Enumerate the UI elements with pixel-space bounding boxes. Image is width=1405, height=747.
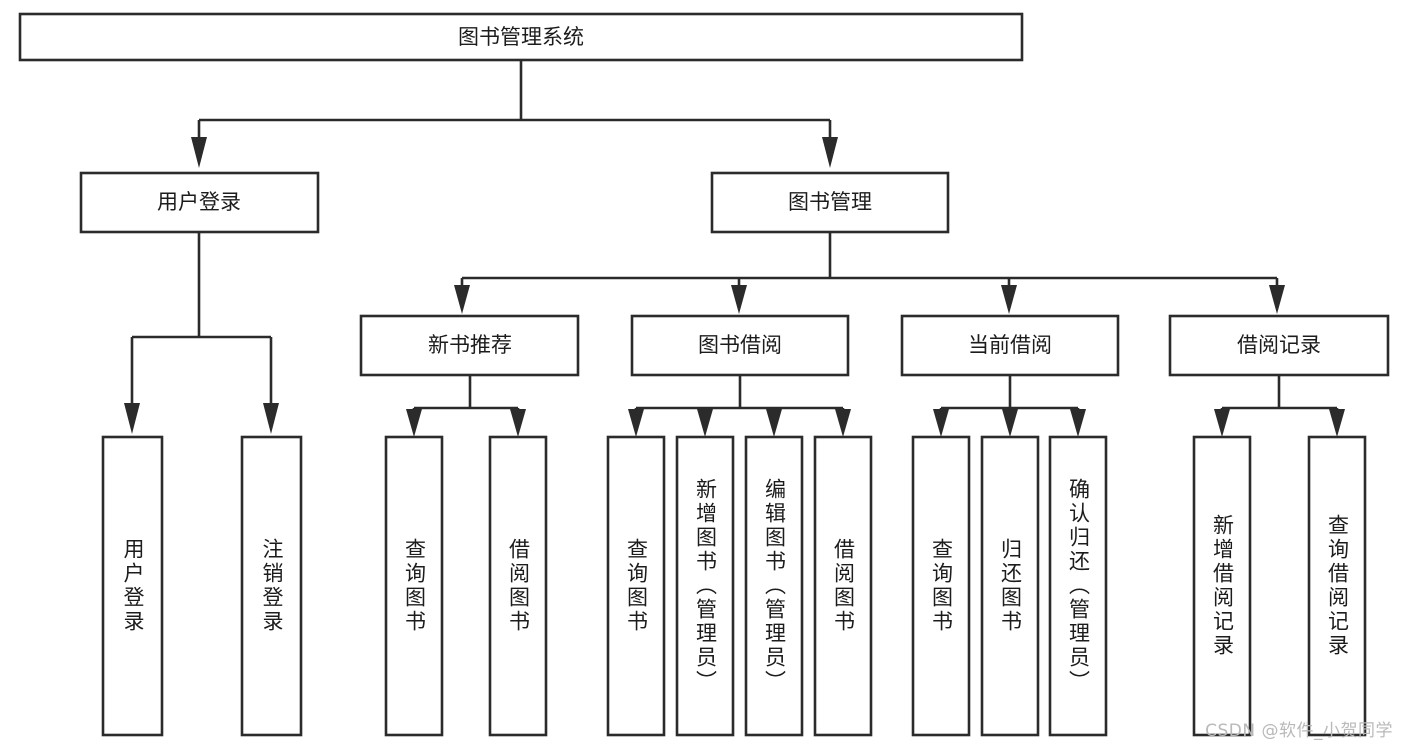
- node-leaf-query-book-1-box[interactable]: [384, 435, 444, 737]
- arrow-leaf-add-book: [697, 409, 713, 437]
- arrow-to-user-login: [191, 137, 207, 168]
- node-leaf-query-record-box[interactable]: [1307, 435, 1367, 737]
- node-book-borrow-label: 图书借阅: [698, 333, 782, 357]
- node-leaf-edit-book-box[interactable]: [744, 435, 804, 737]
- node-leaf-logout-box[interactable]: [240, 435, 303, 737]
- arrow-leaf-borrow-book-1: [510, 409, 526, 437]
- arrow-leaf-return-book: [1002, 409, 1018, 437]
- node-book-manage-label: 图书管理: [788, 190, 872, 214]
- node-borrow-record-box[interactable]: [1168, 314, 1390, 377]
- node-root-label: 图书管理系统: [458, 25, 584, 49]
- node-leaf-borrow-book-2-box[interactable]: [813, 435, 873, 737]
- node-leaf-query-book-3-box[interactable]: [911, 435, 971, 737]
- arrow-leaf-user-login: [124, 403, 140, 434]
- arrow-current-borrow: [1001, 285, 1017, 314]
- node-leaf-add-book-box[interactable]: [675, 435, 735, 737]
- arrow-borrow-record: [1269, 285, 1285, 314]
- node-leaf-confirm-return-box[interactable]: [1048, 435, 1108, 737]
- node-current-borrow-box[interactable]: [900, 314, 1120, 377]
- arrow-leaf-logout: [263, 403, 279, 434]
- arrow-leaf-query-record: [1329, 409, 1345, 437]
- node-leaf-add-record-box[interactable]: [1192, 435, 1252, 737]
- node-leaf-return-book-box[interactable]: [980, 435, 1040, 737]
- arrow-leaf-query-book-1: [406, 409, 422, 437]
- node-leaf-user-login-box[interactable]: [101, 435, 164, 737]
- arrow-to-book-manage: [822, 137, 838, 168]
- arrow-book-borrow: [731, 285, 747, 314]
- arrow-leaf-borrow-book-2: [835, 409, 851, 437]
- node-leaf-query-book-2-box[interactable]: [606, 435, 666, 737]
- node-new-book-rec-label: 新书推荐: [428, 333, 512, 357]
- node-new-book-rec-box[interactable]: [359, 314, 580, 377]
- node-book-borrow-box[interactable]: [630, 314, 850, 377]
- csdn-watermark: CSDN @软件_小贺同学: [1205, 721, 1393, 741]
- arrow-leaf-add-record: [1214, 409, 1230, 437]
- node-user-login-label: 用户登录: [157, 190, 241, 214]
- node-current-borrow-label: 当前借阅: [968, 333, 1052, 357]
- node-leaf-borrow-book-1-box[interactable]: [488, 435, 548, 737]
- arrow-leaf-query-book-2: [628, 409, 644, 437]
- arrow-leaf-query-book-3: [933, 409, 949, 437]
- arrow-new-book-rec: [454, 285, 470, 314]
- node-borrow-record-label: 借阅记录: [1237, 333, 1321, 357]
- node-book-manage-box[interactable]: [710, 171, 950, 234]
- node-root-box[interactable]: [18, 12, 1024, 62]
- arrow-leaf-edit-book: [766, 409, 782, 437]
- arrow-leaf-confirm-return: [1070, 409, 1086, 437]
